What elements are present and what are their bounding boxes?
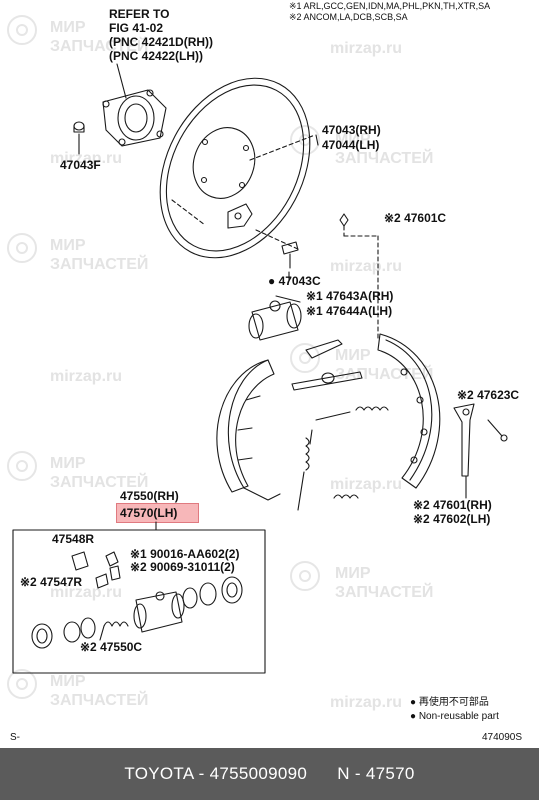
part-label-47601c[interactable]: ※2 47601C xyxy=(384,211,447,225)
part-label-47547r[interactable]: ※2 47547R xyxy=(20,575,83,589)
bolt-47043f-drawing xyxy=(73,121,85,155)
part-label-47548r[interactable]: 47548R xyxy=(52,532,95,546)
watermark-site: mirzap.ru xyxy=(330,476,403,493)
backing-plate-drawing xyxy=(159,77,316,259)
refer-line-4: (PNC 42422(LH)) xyxy=(109,49,204,63)
parking-lever-drawing xyxy=(453,403,508,477)
brake-shoe-right-drawing xyxy=(377,333,441,489)
note-1: ※1 ARL,GCC,GEN,IDN,MA,PHL,PKN,TH,XTR,SA xyxy=(289,1,491,11)
part-label-47550c[interactable]: ※2 47550C xyxy=(80,640,143,654)
part-label-90016[interactable]: ※1 90016-AA602(2) xyxy=(130,547,240,561)
part-label-47043-rh[interactable]: 47043(RH) xyxy=(322,123,381,137)
watermark-site: mirzap.ru xyxy=(50,150,123,167)
watermark-site: mirzap.ru xyxy=(50,368,123,385)
legend-line-2: ● Non-reusable part xyxy=(410,711,499,722)
pin-47601c-drawing xyxy=(339,213,379,341)
repair-kit-drawing xyxy=(31,551,243,649)
part-label-47643a-rh[interactable]: ※1 47643A(RH) xyxy=(306,289,394,303)
corner-code-right: 474090S xyxy=(482,732,523,743)
watermark-site: mirzap.ru xyxy=(330,694,403,711)
part-label-47623c[interactable]: ※2 47623C xyxy=(457,388,520,402)
part-number-footer: TOYOTA - 4755009090 N - 47570 xyxy=(0,748,539,800)
part-label-47043f[interactable]: 47043F xyxy=(60,158,101,172)
part-label-47550-rh[interactable]: 47550(RH) xyxy=(120,489,179,503)
watermark-site: mirzap.ru xyxy=(330,258,403,275)
watermark-logo-icons xyxy=(7,15,320,699)
return-springs-drawing xyxy=(297,429,359,511)
corner-code-left: S- xyxy=(10,732,20,743)
part-label-47644a-lh[interactable]: ※1 47644A(LH) xyxy=(306,304,393,318)
adjuster-drawing xyxy=(291,339,389,421)
exploded-view-drawing xyxy=(7,15,508,699)
part-label-47044-lh[interactable]: 47044(LH) xyxy=(322,138,380,152)
wheel-cylinder-drawing xyxy=(248,295,302,341)
refer-line-1: REFER TO xyxy=(109,7,170,21)
refer-line-2: FIG 41-02 xyxy=(109,21,164,35)
part-label-47602-lh[interactable]: ※2 47602(LH) xyxy=(413,512,491,526)
part-label-47570-lh[interactable]: 47570(LH) xyxy=(120,506,178,520)
part-label-47043c[interactable]: ● 47043C xyxy=(268,274,321,288)
brake-shoe-left-drawing xyxy=(216,359,281,501)
legend-line-1: ● 再使用不可部品 xyxy=(410,697,489,708)
note-2: ※2 ANCOM,LA,DCB,SCB,SA xyxy=(289,12,408,22)
watermark-site: mirzap.ru xyxy=(50,584,123,601)
bolt-47043c-drawing xyxy=(281,241,299,281)
repair-kit-frame xyxy=(12,529,266,674)
part-label-90069[interactable]: ※2 90069-31011(2) xyxy=(130,560,235,574)
watermark-site: mirzap.ru xyxy=(330,40,403,57)
refer-line-3: (PNC 42421D(RH)) xyxy=(109,35,214,49)
hub-bearing-drawing xyxy=(102,63,167,147)
selected-part-highlight xyxy=(116,503,199,523)
part-label-47601-rh[interactable]: ※2 47601(RH) xyxy=(413,498,492,512)
leader-lines xyxy=(155,134,467,531)
